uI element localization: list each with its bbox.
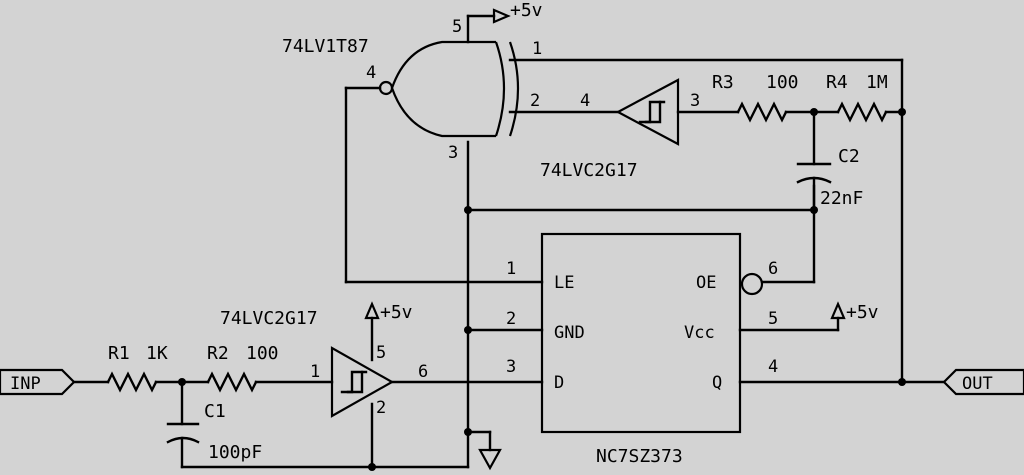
buffer-bottom-part: 74LVC2G17 [220,308,318,329]
vcc-label-latch: +5v [846,302,879,323]
buffer-bottom-pin-in: 1 [310,362,320,382]
xor-pin-gnd: 3 [448,143,458,163]
xor-pin-out: 4 [366,63,376,83]
capacitor-c2: C2 22nF [796,110,863,212]
resistor-r2-value: 100 [246,343,279,364]
capacitor-c2-ref: C2 [838,146,860,167]
power-arrow-latch: +5v [830,301,879,323]
buffer-bottom-pin-out: 6 [418,362,428,382]
latch-pin-le: LE [554,273,574,293]
resistor-r1-ref: R1 [108,343,130,364]
output-port: OUT [942,368,1024,396]
vcc-label-xor: +5v [510,0,543,21]
resistor-r1-value: 1K [146,343,168,364]
latch-pin-gnd: GND [554,323,585,343]
buffer-top-pin-out: 4 [580,91,590,111]
buffer-top-part: 74LVC2G17 [540,160,638,181]
latch-pin-oe-num: 6 [768,259,778,279]
resistor-r2: R2 100 [206,343,279,393]
output-port-label: OUT [962,374,993,394]
latch-pin-q-num: 4 [768,357,778,377]
latch-pin-vcc: Vcc [684,323,715,343]
buffer-bottom-pin-vcc: 5 [376,343,386,363]
input-port-label: INP [10,374,41,394]
xor-pin-in1: 1 [532,39,542,59]
power-arrow-xor: +5v [492,0,543,24]
latch-pin-vcc-num: 5 [768,309,778,329]
resistor-r1: R1 1K [106,343,168,393]
xor-part: 74LV1T87 [282,36,369,57]
xor-gate-74lv1t87: 74LV1T87 4 5 1 2 3 [282,17,542,163]
resistor-r3-ref: R3 [712,72,734,93]
resistor-r4: R4 1M [826,72,888,123]
latch-part: NC7SZ373 [596,446,683,467]
capacitor-c1-ref: C1 [204,401,226,422]
latch-pin-d: D [554,373,564,393]
latch-pin-q: Q [712,373,722,393]
resistor-r4-ref: R4 [826,72,848,93]
latch-pin-oe: OE [696,273,716,293]
input-port: INP [0,368,76,396]
latch-pin-gnd-num: 2 [506,309,516,329]
vcc-label-bottom-buffer: +5v [380,302,413,323]
buffer-bottom: 74LVC2G17 1 5 2 6 [220,308,428,418]
resistor-r4-value: 1M [866,72,888,93]
xor-pin-vcc: 5 [452,17,462,37]
xor-pin-in2: 2 [530,91,540,111]
capacitor-c2-value: 22nF [820,188,863,209]
latch-pin-le-num: 1 [506,259,516,279]
ground-symbol [478,448,502,471]
latch-pin-d-num: 3 [506,357,516,377]
capacitor-c1: C1 100pF [166,380,262,469]
resistor-r2-ref: R2 [207,343,229,364]
power-arrow-bottom-buffer: +5v [364,301,413,323]
resistor-r3: R3 100 [712,72,799,123]
oe-inversion-bubble [740,272,764,296]
resistor-r3-value: 100 [766,72,799,93]
latch-nc7sz373: NC7SZ373 LE GND D OE Vcc Q 1 2 3 6 5 4 [506,232,778,467]
capacitor-c1-value: 100pF [208,442,262,463]
buffer-top: 74LVC2G17 3 4 [540,78,700,181]
buffer-bottom-pin-gnd: 2 [376,398,386,418]
xor-output-bubble [378,80,394,96]
buffer-top-pin-in: 3 [690,91,700,111]
